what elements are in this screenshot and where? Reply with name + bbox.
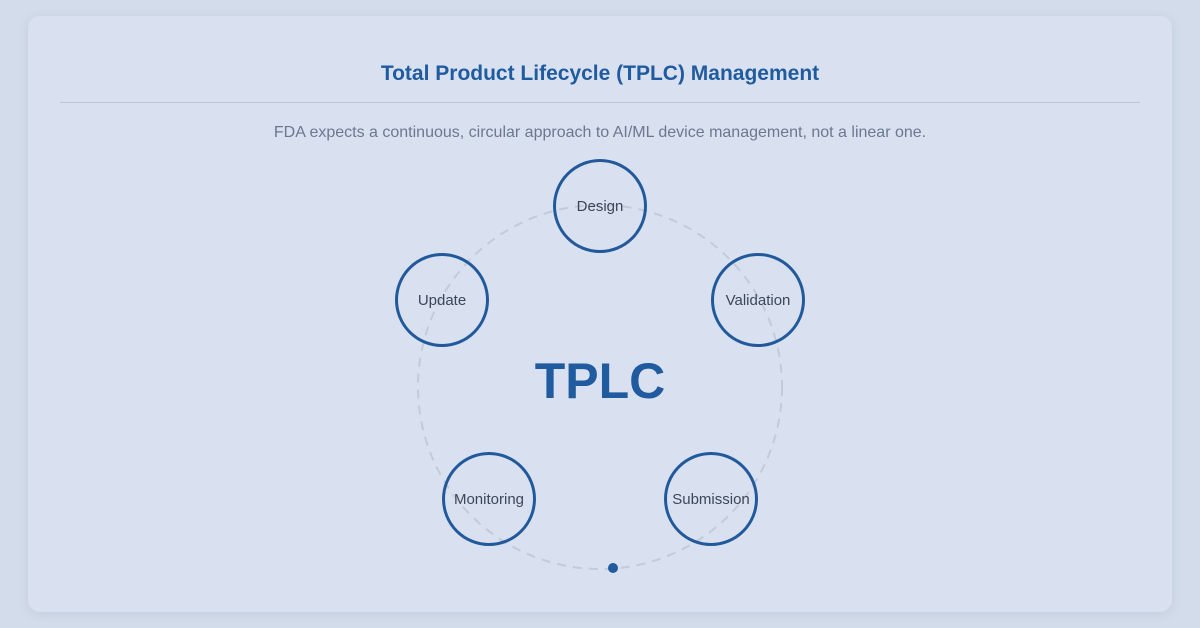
page-title: Total Product Lifecycle (TPLC) Managemen… [380,62,820,85]
stage-validation: Validation [711,253,805,347]
progress-dot [608,563,618,573]
card [28,16,1172,612]
subtitle: FDA expects a continuous, circular appro… [273,124,927,141]
stage-monitoring: Monitoring [442,452,536,546]
center-label: TPLC [534,353,666,409]
divider [60,102,1140,103]
stage-design: Design [553,159,647,253]
stage-update: Update [395,253,489,347]
stage-submission: Submission [664,452,758,546]
